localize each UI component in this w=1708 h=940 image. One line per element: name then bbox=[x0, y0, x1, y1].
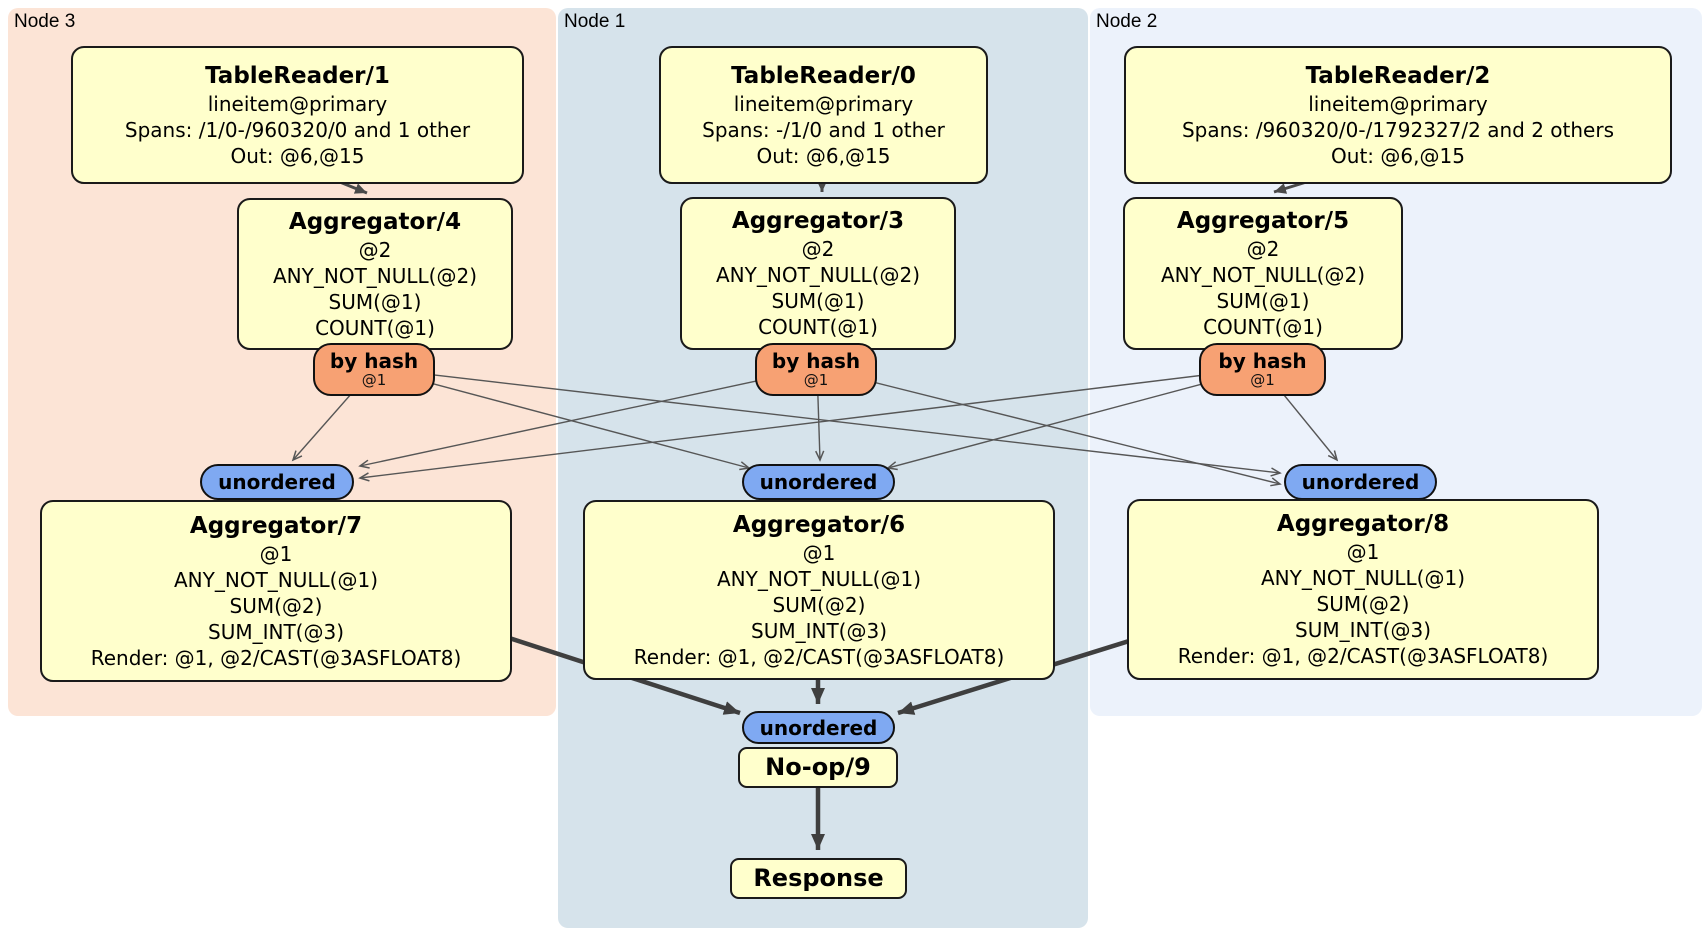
box-line: ANY_NOT_NULL(@2) bbox=[1161, 263, 1365, 287]
box-line: ANY_NOT_NULL(@1) bbox=[174, 567, 378, 592]
edge-byhash3-unordered7 bbox=[358, 367, 818, 469]
box-line: ANY_NOT_NULL(@2) bbox=[716, 263, 920, 287]
box-line: @1 bbox=[802, 540, 836, 565]
box-line: Spans: /1/0-/960320/0 and 1 other bbox=[124, 117, 471, 142]
badge-by-hash-3: by hash @1 bbox=[755, 343, 877, 396]
box-line: SUM(@1) bbox=[328, 289, 422, 314]
badge-unordered-6: unordered bbox=[742, 464, 895, 500]
box-line: @1 bbox=[259, 541, 293, 566]
box-line: SUM(@2) bbox=[229, 593, 323, 618]
badge-label: by hash bbox=[329, 349, 419, 373]
box-noop-9: No-op/9 bbox=[738, 747, 898, 788]
box-line: COUNT(@1) bbox=[1203, 315, 1323, 339]
badge-by-hash-4: by hash @1 bbox=[313, 343, 435, 396]
badge-label: unordered bbox=[1301, 470, 1420, 494]
box-aggregator-3: Aggregator/3 @2 ANY_NOT_NULL(@2) SUM(@1)… bbox=[680, 197, 956, 350]
badge-sub: @1 bbox=[803, 371, 829, 389]
edge-byhash4-unordered6 bbox=[373, 367, 751, 471]
region-label-node-3: Node 3 bbox=[14, 11, 76, 32]
box-title: TableReader/0 bbox=[731, 62, 916, 89]
box-line: ANY_NOT_NULL(@1) bbox=[717, 566, 921, 591]
box-line: SUM_INT(@3) bbox=[1295, 618, 1431, 642]
box-title: Aggregator/4 bbox=[288, 208, 462, 235]
box-line: COUNT(@1) bbox=[758, 315, 878, 339]
box-tablereader-0: TableReader/0 lineitem@primary Spans: -/… bbox=[659, 46, 988, 184]
box-title: Aggregator/6 bbox=[732, 511, 906, 538]
box-aggregator-4: Aggregator/4 @2 ANY_NOT_NULL(@2) SUM(@1)… bbox=[237, 198, 513, 350]
box-line: lineitem@primary bbox=[1308, 91, 1488, 116]
box-line: Spans: /960320/0-/1792327/2 and 2 others bbox=[1181, 117, 1614, 142]
box-title: Response bbox=[753, 864, 884, 892]
box-title: Aggregator/8 bbox=[1276, 511, 1450, 537]
box-response: Response bbox=[730, 858, 907, 899]
badge-label: unordered bbox=[759, 715, 878, 740]
box-title: Aggregator/3 bbox=[731, 208, 905, 234]
box-line: @2 bbox=[358, 237, 392, 262]
edge-byhash5-unordered7 bbox=[358, 367, 1263, 482]
box-line: SUM(@1) bbox=[771, 289, 865, 313]
box-line: Render: @1, @2/CAST(@3ASFLOAT8) bbox=[1177, 644, 1549, 668]
box-line: ANY_NOT_NULL(@2) bbox=[273, 263, 477, 288]
box-title: TableReader/2 bbox=[1305, 62, 1491, 89]
badge-label: unordered bbox=[759, 470, 878, 494]
edge-byhash3-unordered8 bbox=[816, 367, 1282, 487]
box-line: SUM(@1) bbox=[1216, 289, 1310, 313]
box-line: Render: @1, @2/CAST(@3ASFLOAT8) bbox=[90, 645, 462, 670]
region-label-node-2: Node 2 bbox=[1096, 11, 1158, 32]
badge-unordered-9: unordered bbox=[742, 711, 895, 744]
badge-label: by hash bbox=[771, 349, 861, 373]
box-title: TableReader/1 bbox=[205, 62, 390, 89]
box-line: lineitem@primary bbox=[733, 91, 914, 116]
box-line: SUM(@2) bbox=[1316, 592, 1410, 616]
region-label-node-1: Node 1 bbox=[564, 11, 626, 32]
badge-unordered-7: unordered bbox=[200, 464, 354, 500]
box-line: Render: @1, @2/CAST(@3ASFLOAT8) bbox=[633, 644, 1005, 669]
box-line: lineitem@primary bbox=[207, 91, 388, 116]
box-tablereader-1: TableReader/1 lineitem@primary Spans: /1… bbox=[71, 46, 524, 184]
box-line: SUM_INT(@3) bbox=[208, 619, 344, 644]
box-line: @2 bbox=[1246, 237, 1280, 261]
box-line: SUM_INT(@3) bbox=[751, 618, 887, 643]
box-title: Aggregator/5 bbox=[1176, 208, 1350, 234]
box-tablereader-2: TableReader/2 lineitem@primary Spans: /9… bbox=[1124, 46, 1672, 184]
box-line: COUNT(@1) bbox=[315, 315, 435, 340]
box-aggregator-8: Aggregator/8 @1 ANY_NOT_NULL(@1) SUM(@2)… bbox=[1127, 499, 1599, 680]
badge-sub: @1 bbox=[361, 371, 387, 389]
box-line: @2 bbox=[801, 237, 835, 261]
box-line: @1 bbox=[1346, 540, 1380, 564]
box-line: Out: @6,@15 bbox=[756, 143, 891, 168]
box-line: ANY_NOT_NULL(@1) bbox=[1261, 566, 1465, 590]
box-line: Spans: -/1/0 and 1 other bbox=[702, 117, 945, 142]
box-line: Out: @6,@15 bbox=[230, 143, 365, 168]
badge-label: unordered bbox=[218, 470, 336, 494]
badge-label: by hash bbox=[1218, 349, 1307, 373]
box-aggregator-7: Aggregator/7 @1 ANY_NOT_NULL(@1) SUM(@2)… bbox=[40, 500, 512, 682]
box-title: No-op/9 bbox=[765, 753, 871, 781]
box-aggregator-6: Aggregator/6 @1 ANY_NOT_NULL(@1) SUM(@2)… bbox=[583, 500, 1055, 680]
box-aggregator-5: Aggregator/5 @2 ANY_NOT_NULL(@2) SUM(@1)… bbox=[1123, 197, 1403, 350]
badge-by-hash-5: by hash @1 bbox=[1199, 343, 1326, 396]
badge-unordered-8: unordered bbox=[1284, 464, 1437, 500]
box-line: SUM(@2) bbox=[772, 592, 866, 617]
box-line: Out: @6,@15 bbox=[1331, 143, 1465, 168]
box-title: Aggregator/7 bbox=[189, 512, 363, 539]
badge-sub: @1 bbox=[1250, 371, 1275, 389]
